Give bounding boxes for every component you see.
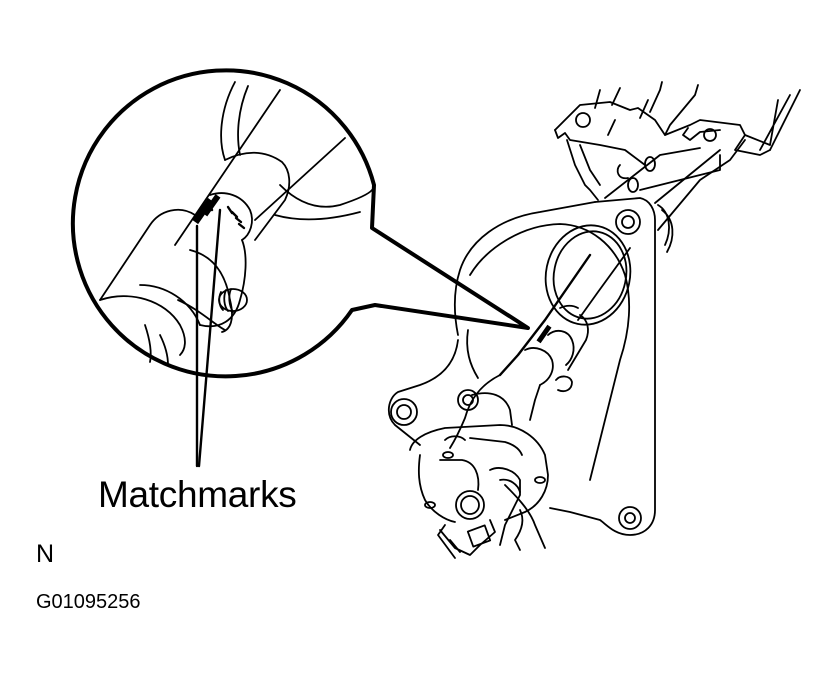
bolt-icon [218, 288, 248, 313]
matchmark-icon [192, 194, 246, 230]
matchmarks-label: Matchmarks [98, 474, 297, 515]
view-letter: N [36, 540, 55, 568]
mounting-plate [388, 197, 674, 536]
steering-column-assembly [388, 81, 801, 559]
mounting-bracket-icon [554, 81, 801, 231]
figure-code: G01095256 [36, 591, 141, 613]
steering-shaft [498, 224, 632, 421]
universal-joint-icon [409, 374, 549, 559]
magnified-inset [70, 68, 530, 379]
callout-leader-lines [195, 208, 222, 468]
